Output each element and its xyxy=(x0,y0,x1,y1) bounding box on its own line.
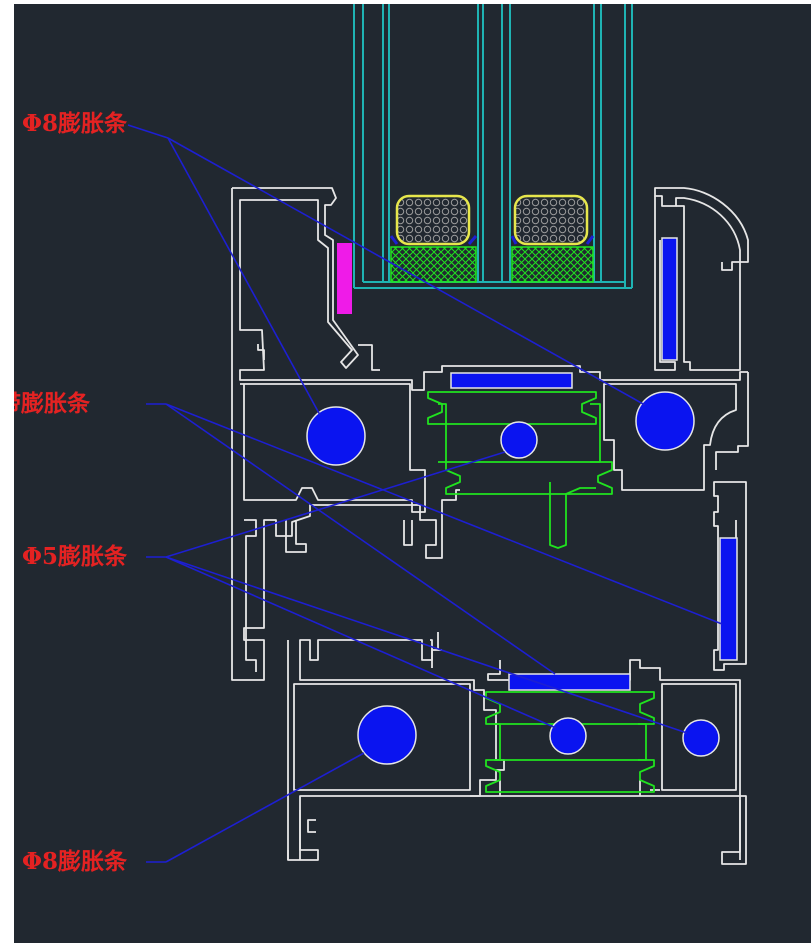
phi5-rod-upper xyxy=(500,421,538,459)
expansion-strip-vertical-right xyxy=(719,537,738,661)
phi8-rod-upper-right xyxy=(635,391,695,451)
frame-outline xyxy=(299,810,316,860)
leader-lines xyxy=(127,124,723,863)
leader-line xyxy=(165,451,506,558)
leader-line xyxy=(167,137,321,416)
frame-outline xyxy=(499,780,660,796)
leader-line xyxy=(167,137,646,406)
leader-line xyxy=(165,556,688,734)
label-phi5: Φ5膨胀条 xyxy=(22,543,127,570)
frame-outline xyxy=(244,519,257,672)
thermal-break xyxy=(427,391,655,793)
drawing-canvas: Φ8膨胀条 带膨胀条 Φ5膨胀条 Φ8膨胀条 xyxy=(14,4,811,943)
frame-outline xyxy=(713,481,747,671)
label-phi8-top: Φ8膨胀条 xyxy=(22,110,127,137)
glass-unit xyxy=(353,4,633,289)
frame-outline xyxy=(287,659,741,860)
leader-line xyxy=(165,403,556,675)
expansion-rods xyxy=(306,391,720,765)
thermal-strip xyxy=(438,403,601,463)
frame-outline xyxy=(661,683,737,791)
expansion-strip-horizontal-top xyxy=(450,372,573,389)
magenta-seal xyxy=(337,243,352,314)
leader-line xyxy=(165,556,557,729)
frame-outline xyxy=(285,520,307,553)
phi8-rod-upper-left xyxy=(306,406,366,466)
phi5-rod-lower-right xyxy=(682,719,720,757)
thermal-strip xyxy=(494,723,647,761)
phi8-rod-lower-left xyxy=(357,705,417,765)
expansion-strip-horizontal-bottom xyxy=(508,673,631,691)
leader-line xyxy=(127,124,169,139)
frame-outline xyxy=(403,520,413,546)
frame-outline xyxy=(715,372,749,470)
thermal-leg xyxy=(549,482,596,549)
frame-outline xyxy=(431,632,442,668)
spacer-right xyxy=(513,194,589,246)
sealant-hatch-right xyxy=(511,246,594,283)
frame-outline xyxy=(257,344,380,371)
aluminium-profile xyxy=(231,187,749,865)
seals xyxy=(337,237,738,691)
label-phi8-bottom: Φ8膨胀条 xyxy=(22,848,127,875)
frame-outline xyxy=(603,383,737,491)
spacer-seal xyxy=(389,235,595,245)
thermal-strip xyxy=(445,461,613,495)
window-section-drawing: Φ8膨胀条 带膨胀条 Φ5膨胀条 Φ8膨胀条 xyxy=(14,4,749,875)
leader-line xyxy=(165,752,365,863)
annotation-labels: Φ8膨胀条 带膨胀条 Φ5膨胀条 Φ8膨胀条 xyxy=(14,110,127,875)
frame-outline xyxy=(654,187,749,263)
thermal-strip xyxy=(485,759,655,793)
spacer-left xyxy=(395,194,471,246)
expansion-strip-vertical-top xyxy=(661,237,678,361)
label-dai-strip: 带膨胀条 xyxy=(14,390,90,417)
frame-outline xyxy=(470,795,747,865)
frame-outline xyxy=(293,683,471,791)
thermal-strip xyxy=(427,391,597,425)
phi5-rod-lower-mid xyxy=(549,717,587,755)
glass-sealant xyxy=(389,194,595,283)
frame-outline xyxy=(231,188,460,681)
sealant-hatch-left xyxy=(390,246,477,283)
frame-outline xyxy=(240,383,426,513)
leader-line xyxy=(165,403,723,625)
frame-outline xyxy=(654,196,741,371)
